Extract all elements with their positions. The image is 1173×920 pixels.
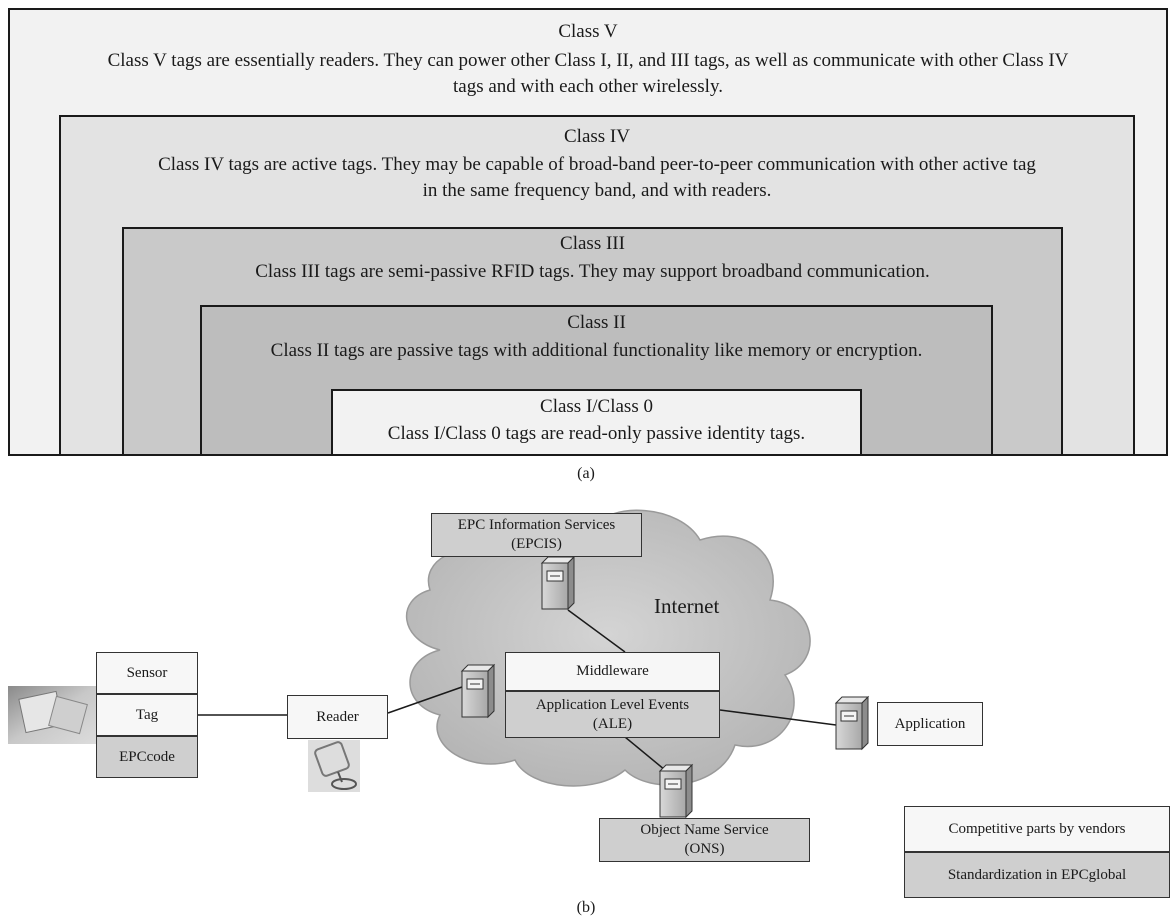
- class-iv-desc-line: in the same frequency band, and with rea…: [422, 180, 772, 201]
- class-v-title: Class V: [558, 21, 618, 42]
- epccode-box: EPCcode: [96, 736, 198, 778]
- panel-a-caption: (a): [577, 465, 595, 482]
- middleware-box: Middleware: [505, 652, 720, 691]
- panel-a-bottom-line: [8, 454, 1168, 456]
- ons-label-line2: (ONS): [684, 841, 725, 857]
- legend-standardization: Standardization in EPCglobal: [904, 852, 1170, 898]
- application-link: [719, 709, 837, 726]
- application-box: Application: [877, 702, 983, 746]
- class-iii-desc: Class III tags are semi-passive RFID tag…: [255, 261, 930, 282]
- class-ii-title: Class II: [567, 312, 626, 333]
- epcis-box: EPC Information Services (EPCIS): [431, 513, 642, 557]
- panel-b-caption: (b): [576, 899, 596, 916]
- reader-middleware-link: [387, 686, 463, 714]
- ons-link: [624, 736, 666, 771]
- epcis-label-line2: (EPCIS): [511, 536, 562, 552]
- class-iv-title: Class IV: [564, 126, 630, 147]
- reader-device-photo-icon: [308, 740, 360, 792]
- ons-label-line1: Object Name Service: [640, 822, 769, 838]
- class-iv-desc-line: Class IV tags are active tags. They may …: [158, 154, 1036, 175]
- epcis-label-line1: EPC Information Services: [457, 517, 616, 533]
- middleware-server-icon: [461, 664, 495, 718]
- sensor-box: Sensor: [96, 652, 198, 694]
- class-iv-desc: Class IV tags are active tags. They may …: [61, 152, 1133, 204]
- ons-server-icon: [659, 764, 693, 818]
- class-v-desc-line: tags and with each other wirelessly.: [453, 76, 723, 97]
- ale-box: Application Level Events (ALE): [505, 691, 720, 738]
- ale-label-line2: (ALE): [592, 715, 633, 732]
- class-v-desc-line: Class V tags are essentially readers. Th…: [107, 50, 1069, 71]
- legend-competitive-parts: Competitive parts by vendors: [904, 806, 1170, 852]
- ale-label-line1: Application Level Events: [535, 696, 690, 713]
- class-ii-desc: Class II tags are passive tags with addi…: [270, 340, 923, 361]
- application-server-icon: [835, 696, 869, 750]
- reader-box: Reader: [287, 695, 388, 739]
- class-i-title: Class I/Class 0: [540, 396, 653, 417]
- class-iii-title: Class III: [560, 233, 625, 254]
- class-v-desc: Class V tags are essentially readers. Th…: [10, 48, 1166, 100]
- class-i-box: Class I/Class 0 Class I/Class 0 tags are…: [331, 389, 862, 456]
- epcis-server-icon: [541, 556, 575, 610]
- class-i-desc: Class I/Class 0 tags are read-only passi…: [387, 423, 806, 444]
- tag-box: Tag: [96, 694, 198, 736]
- internet-label: Internet: [654, 594, 719, 618]
- epcis-link: [567, 609, 626, 653]
- ons-box: Object Name Service (ONS): [599, 818, 810, 862]
- rfid-tag-photo-icon: [8, 686, 96, 744]
